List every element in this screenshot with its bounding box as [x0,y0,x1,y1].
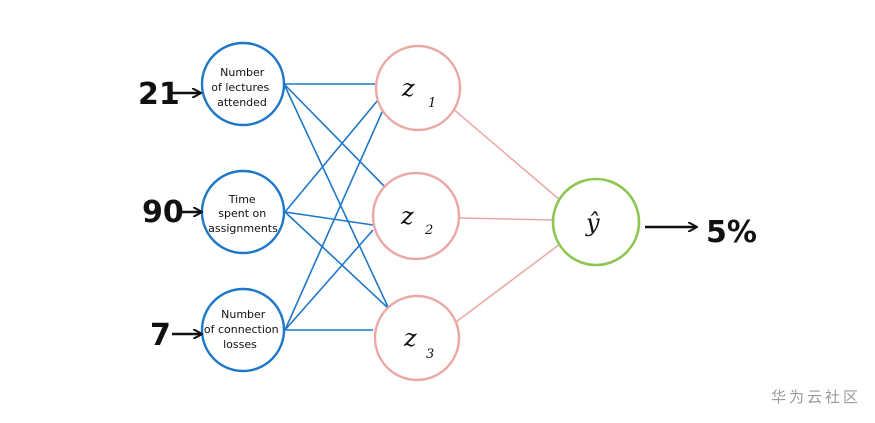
hidden-3-subscript: 3 [426,347,434,362]
hidden-1-symbol: z [401,74,415,102]
edge-i2-h2 [284,211,374,226]
edge-i3-h2 [284,229,374,331]
edge-h2-out [459,217,554,221]
input-2-value: 90 [142,195,184,230]
input-2-label-line-2: spent on [218,207,266,220]
input-1-label-line-3: attended [217,96,267,109]
output-result: 5% [706,215,757,250]
hidden-2-symbol: z [400,202,414,230]
edge-i1-h3 [283,83,389,308]
input-node-2: Time spent on assignments [200,169,286,255]
svg-text:Number of lectures: Number of lectures attended [211,66,273,109]
output-symbol: ŷ [585,209,600,237]
edge-h1-out [451,107,561,201]
input-3-label-line-1: Number [221,308,266,321]
input-node-3: Number of connection losses [200,287,286,373]
hidden-node-3: z 3 [373,294,461,382]
input-3-label-line-2: of connection [204,323,279,336]
hidden-3-symbol: z [403,324,417,352]
edge-i1-h2 [283,83,387,189]
input-3-label-line-3: losses [223,338,257,351]
input-2-label-line-1: Time [228,193,256,206]
edge-h3-out [451,243,561,326]
input-2-label-line-3: assignments [208,222,278,235]
hidden-node-2: z 2 [371,171,461,261]
input-1-label-line-2: of lectures [211,81,269,94]
edge-i2-h1 [284,99,379,213]
watermark-text: 华为云社区 [770,388,861,406]
hidden-node-1: z 1 [374,44,462,132]
svg-text:Number of connection: Number of connection losses [204,308,282,351]
svg-text:Time spent on assi: Time spent on assignments [208,193,278,235]
input-node-1: Number of lectures attended [200,41,286,127]
input-1-value: 21 [138,77,180,112]
hidden-1-subscript: 1 [428,96,436,111]
hidden-2-subscript: 2 [424,223,433,238]
input-hidden-connections [283,83,389,331]
hidden-output-connections [451,107,561,326]
input-1-label-line-1: Number [220,66,265,79]
edge-i3-h1 [284,109,384,331]
input-3-value: 7 [150,318,171,353]
output-node: ŷ [551,177,641,267]
edge-i2-h3 [284,211,389,309]
